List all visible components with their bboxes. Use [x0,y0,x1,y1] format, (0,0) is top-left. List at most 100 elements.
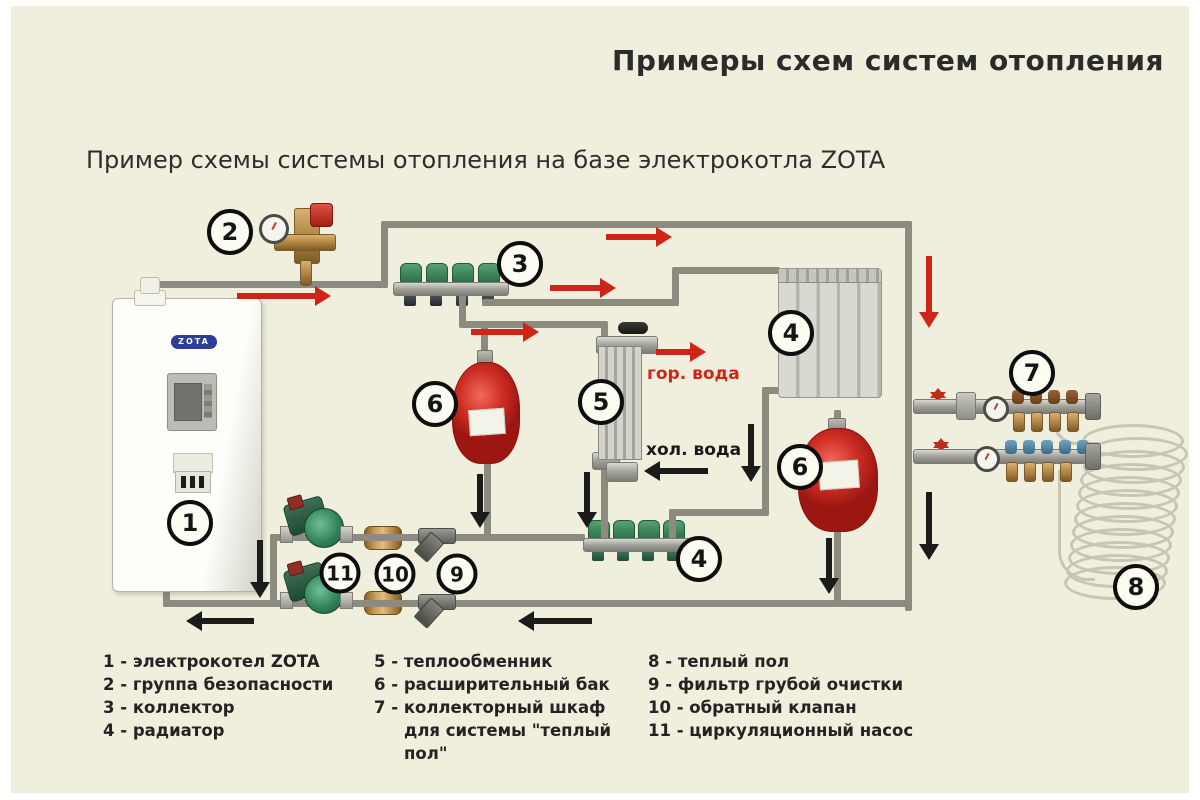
pipe-segment [762,387,784,394]
manifold-end-fitting [1085,393,1101,420]
legend-item: 9 - фильтр грубой очистки [648,675,904,694]
expansion-tank-left [452,362,520,464]
manifold-outlet [1042,462,1054,482]
legend-item: 11 - циркуляционный насос [648,721,914,740]
hot-flow-arrow-right [550,285,600,291]
badge-coarse-filter: 9 [436,553,478,595]
hot-flow-arrow-down [926,256,932,312]
valve-handle-icon [618,322,648,334]
boiler-breaker [175,471,211,493]
pipe-segment [762,387,769,515]
manifold-outlet [1060,462,1072,482]
heat-exchanger-bottom-fitting [606,462,638,482]
coarse-filter-upper [413,520,460,563]
badge-floor-manifold: 7 [1009,350,1055,396]
return-collector-nut [592,550,604,561]
safety-valve-cap [310,203,333,227]
boiler-display [174,383,202,421]
safety-group-stem [300,260,312,286]
pipe-segment [669,509,769,516]
badge-return-collector: 4 [676,536,722,582]
badge-radiator: 4 [768,310,814,356]
circulation-pump-upper [280,494,353,548]
return-flow-arrow-down [257,540,263,582]
return-flow-arrow-down [748,424,754,466]
cold-water-label: хол. вода [646,440,742,460]
manifold-valve-blue [1005,440,1017,454]
hot-water-arrow [656,349,690,355]
manifold-valve-blue [1041,440,1053,454]
floor-loop-coil [1064,566,1166,600]
pressure-gauge [259,214,289,244]
scheme-subtitle: Пример схемы системы отопления на базе э… [86,146,886,174]
manifold-valve-icon [933,442,949,460]
pipe-segment [484,458,491,538]
legend-item: 8 - теплый пол [648,652,790,671]
pipe-segment [270,534,277,607]
manifold-gauge [983,396,1009,422]
hot-flow-arrow-right [471,329,523,335]
badge-collector: 3 [497,241,543,287]
manifold-inline-valve [956,392,976,420]
return-collector-nut [667,550,679,561]
manifold-outlet [1031,412,1043,432]
manifold-valve-blue [1023,440,1035,454]
collector-valve [452,263,474,283]
legend-column-3: 8 - теплый пол 9 - фильтр грубой очистки… [648,650,948,742]
pipe-segment [672,267,780,274]
return-flow-arrow-left [534,618,592,624]
return-flow-arrow-down [584,472,590,512]
collector-valve [400,263,422,283]
collector-valve-nut [404,295,416,306]
return-collector-nut [642,550,654,561]
legend-item: 10 - обратный клапан [648,698,857,717]
legend-item: 4 - радиатор [103,721,225,740]
pipe-segment [672,268,679,306]
hot-flow-arrow-right [237,293,315,299]
hot-flow-arrow-right [606,234,656,240]
return-flow-arrow-down [477,474,483,512]
electric-boiler: ZOTA [112,298,262,592]
return-flow-arrow-down [926,492,932,544]
pipe-segment [834,527,841,603]
boiler-buttons [204,384,212,418]
badge-expansion-tank-right: 6 [777,444,823,490]
boiler-top-fitting [140,277,160,294]
collector-valve [426,263,448,283]
badge-safety-group: 2 [207,209,253,255]
manifold-outlet [1067,412,1079,432]
manifold-valve-brown [1048,390,1060,404]
badge-boiler: 1 [167,500,213,546]
legend-item: 3 - коллектор [103,698,235,717]
pipe-segment [669,509,676,543]
pipe-segment [459,292,466,326]
boiler-logo: ZOTA [171,335,217,349]
hot-water-label: гор. вода [647,364,740,384]
legend-item: 6 - расширительный бак [374,675,610,694]
collector-valve-nut [430,295,442,306]
pipe-segment [381,224,388,288]
badge-heat-exchanger: 5 [578,379,624,425]
badge-expansion-tank-left: 6 [412,381,458,427]
radiator [778,268,882,398]
pipe-segment [601,321,608,347]
badge-circulation-pump: 11 [319,552,361,594]
manifold-outlet [1049,412,1061,432]
manifold-end-fitting [1085,443,1101,470]
legend-column-1: 1 - электрокотел ZOTA 2 - группа безопас… [103,650,333,742]
coarse-filter-lower [413,586,460,629]
manifold-valve-brown [1066,390,1078,404]
return-flow-arrow-down [826,538,832,578]
cold-water-arrow [660,468,708,474]
legend-item: 7 - коллекторный шкаф для системы "теплы… [374,698,612,763]
boiler-control-panel [167,373,217,431]
manifold-outlet [1013,412,1025,432]
manifold-outlet [1024,462,1036,482]
legend-column-2: 5 - теплообменник 6 - расширительный бак… [374,650,642,765]
badge-check-valve: 10 [374,553,416,595]
pipe-segment [146,281,388,288]
manifold-valve-icon [930,392,946,410]
manifold-valve-blue [1059,440,1071,454]
badge-floor-loop: 8 [1113,564,1159,610]
